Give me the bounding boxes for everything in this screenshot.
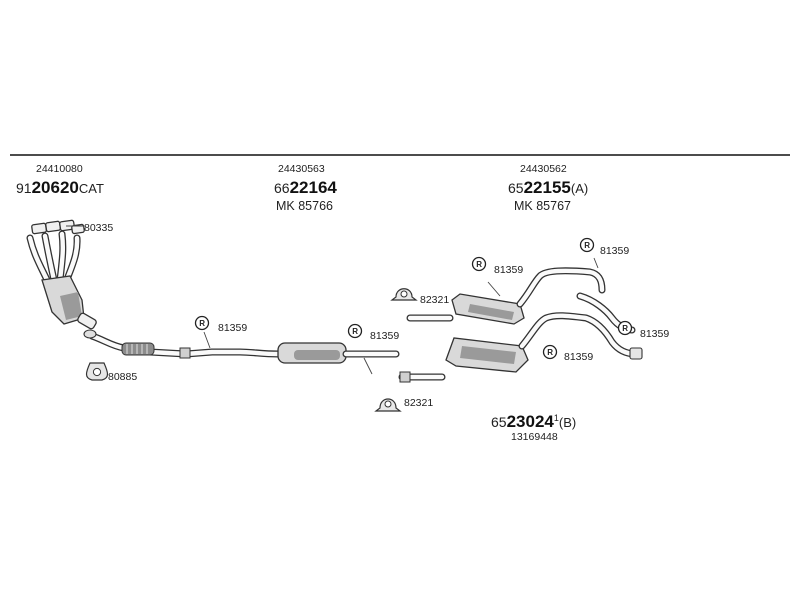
group-rear-silencer-b[interactable]: 65230241(B) 13169448 [491,412,576,443]
mount-number: 81359 [218,322,247,334]
rubber-mount-icon [542,344,558,360]
oe-number-rear-b: 13169448 [511,431,558,443]
mk-number-middle: MK 85766 [276,199,333,213]
part-code-middle: 6622164 [274,178,337,197]
accessory-mount-4[interactable]: R 81359 [579,237,630,269]
group-manifold-cat[interactable]: 24410080 9120620CAT [16,163,104,197]
part-code-rear-b: 65230241(B) [491,412,576,431]
accessory-mount-5[interactable]: R 81359 [617,320,670,341]
part-code-rear-a: 6522155(A) [508,178,588,197]
mount-number: 81359 [370,330,399,342]
manifold-catalyst-part[interactable] [26,219,97,330]
mount-number: 81359 [640,328,669,340]
rubber-mount-icon [347,323,363,339]
accessory-clamp-1[interactable]: 82321 [390,288,449,306]
oe-number-middle: 24430563 [278,163,325,175]
code-suffix: CAT [79,181,104,196]
code-prefix: 91 [16,180,32,196]
mk-number-rear-a: MK 85767 [514,199,571,213]
rubber-mount-icon [194,315,210,331]
front-pipe-part[interactable] [83,329,282,359]
accessory-clamp-2[interactable]: 82321 [374,397,433,412]
clamp-number: 82321 [420,294,449,306]
middle-silencer-part[interactable] [277,342,400,364]
svg-text:R: R [547,348,553,357]
rubber-mount-icon [471,256,487,272]
group-rear-silencer-a[interactable]: 24430562 6522155(A) MK 85767 [508,163,588,213]
accessory-mount-3[interactable]: R 81359 [471,256,524,297]
mount-number: 81359 [564,351,593,363]
accessory-mount-1[interactable]: R 81359 [194,315,248,349]
svg-text:R: R [199,319,205,328]
gasket-number-80335: 80335 [84,222,113,234]
accessory-manifold-gasket[interactable]: 80335 [66,222,113,234]
oe-number-manifold: 24410080 [36,163,83,175]
rear-silencer-b-part[interactable] [398,312,643,383]
svg-text:R: R [352,327,358,336]
rubber-mount-icon [579,237,595,253]
svg-text:R: R [622,324,628,333]
accessory-mount-2[interactable]: R 81359 [347,323,400,375]
svg-text:R: R [476,260,482,269]
accessory-front-gasket[interactable]: 80885 [85,362,138,383]
gasket-number-80885: 80885 [108,371,137,383]
accessory-mount-6[interactable]: R 81359 [542,344,594,364]
rubber-mount-icon [617,320,633,336]
group-middle-silencer[interactable]: 24430563 6622164 MK 85766 [274,163,337,213]
code-main: 20620 [32,178,79,197]
clamp-number: 82321 [404,397,433,409]
mount-number: 81359 [600,245,629,257]
part-code-manifold: 9120620CAT [16,178,104,197]
mount-number: 81359 [494,264,523,276]
rear-silencer-a-part[interactable] [406,267,636,334]
oe-number-rear-a: 24430562 [520,163,567,175]
svg-text:R: R [584,241,590,250]
